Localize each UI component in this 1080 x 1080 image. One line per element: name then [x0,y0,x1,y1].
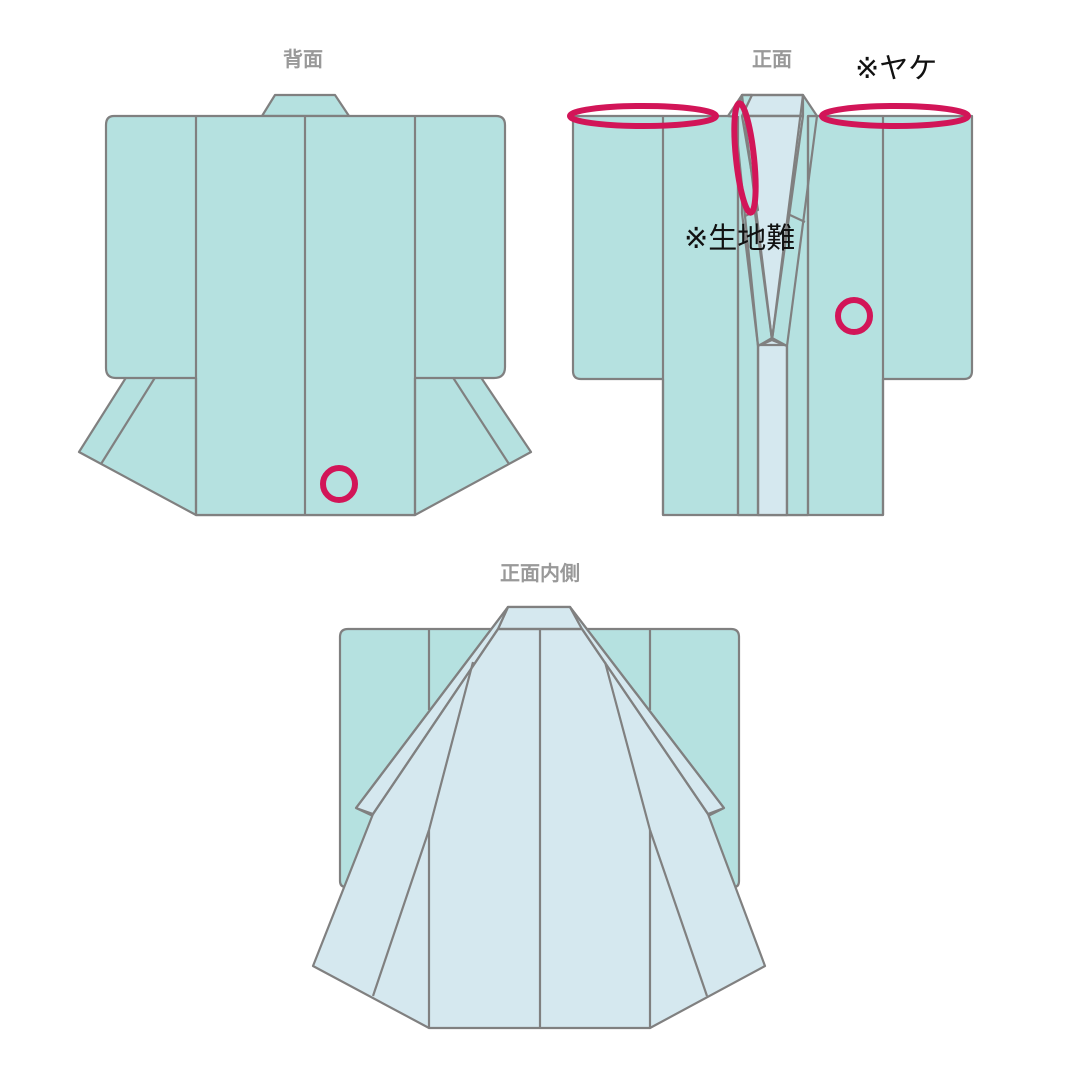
back-view-title: 背面 [283,47,323,71]
note-kiji-nan: ※生地難 [684,221,795,255]
inside-neck [496,605,584,631]
front-right-shoulder-ellipse [819,103,971,129]
note-yake: ※ヤケ [855,51,937,85]
front-view-title: 正面 [752,47,792,71]
inside-view: 正面内側 [311,561,767,1030]
front-view: 正面 ※ヤケ ※生地難 [567,47,974,517]
back-view: 背面 [77,47,533,517]
inside-view-title: 正面内側 [500,561,580,585]
back-damage-circle [320,465,358,503]
front-damage-circle [835,297,873,335]
front-center-lining [756,343,789,517]
front-left-shoulder-ellipse [567,103,719,129]
front-left-collar [726,93,760,517]
front-collar-ellipse [731,100,759,216]
back-collar [260,93,351,118]
